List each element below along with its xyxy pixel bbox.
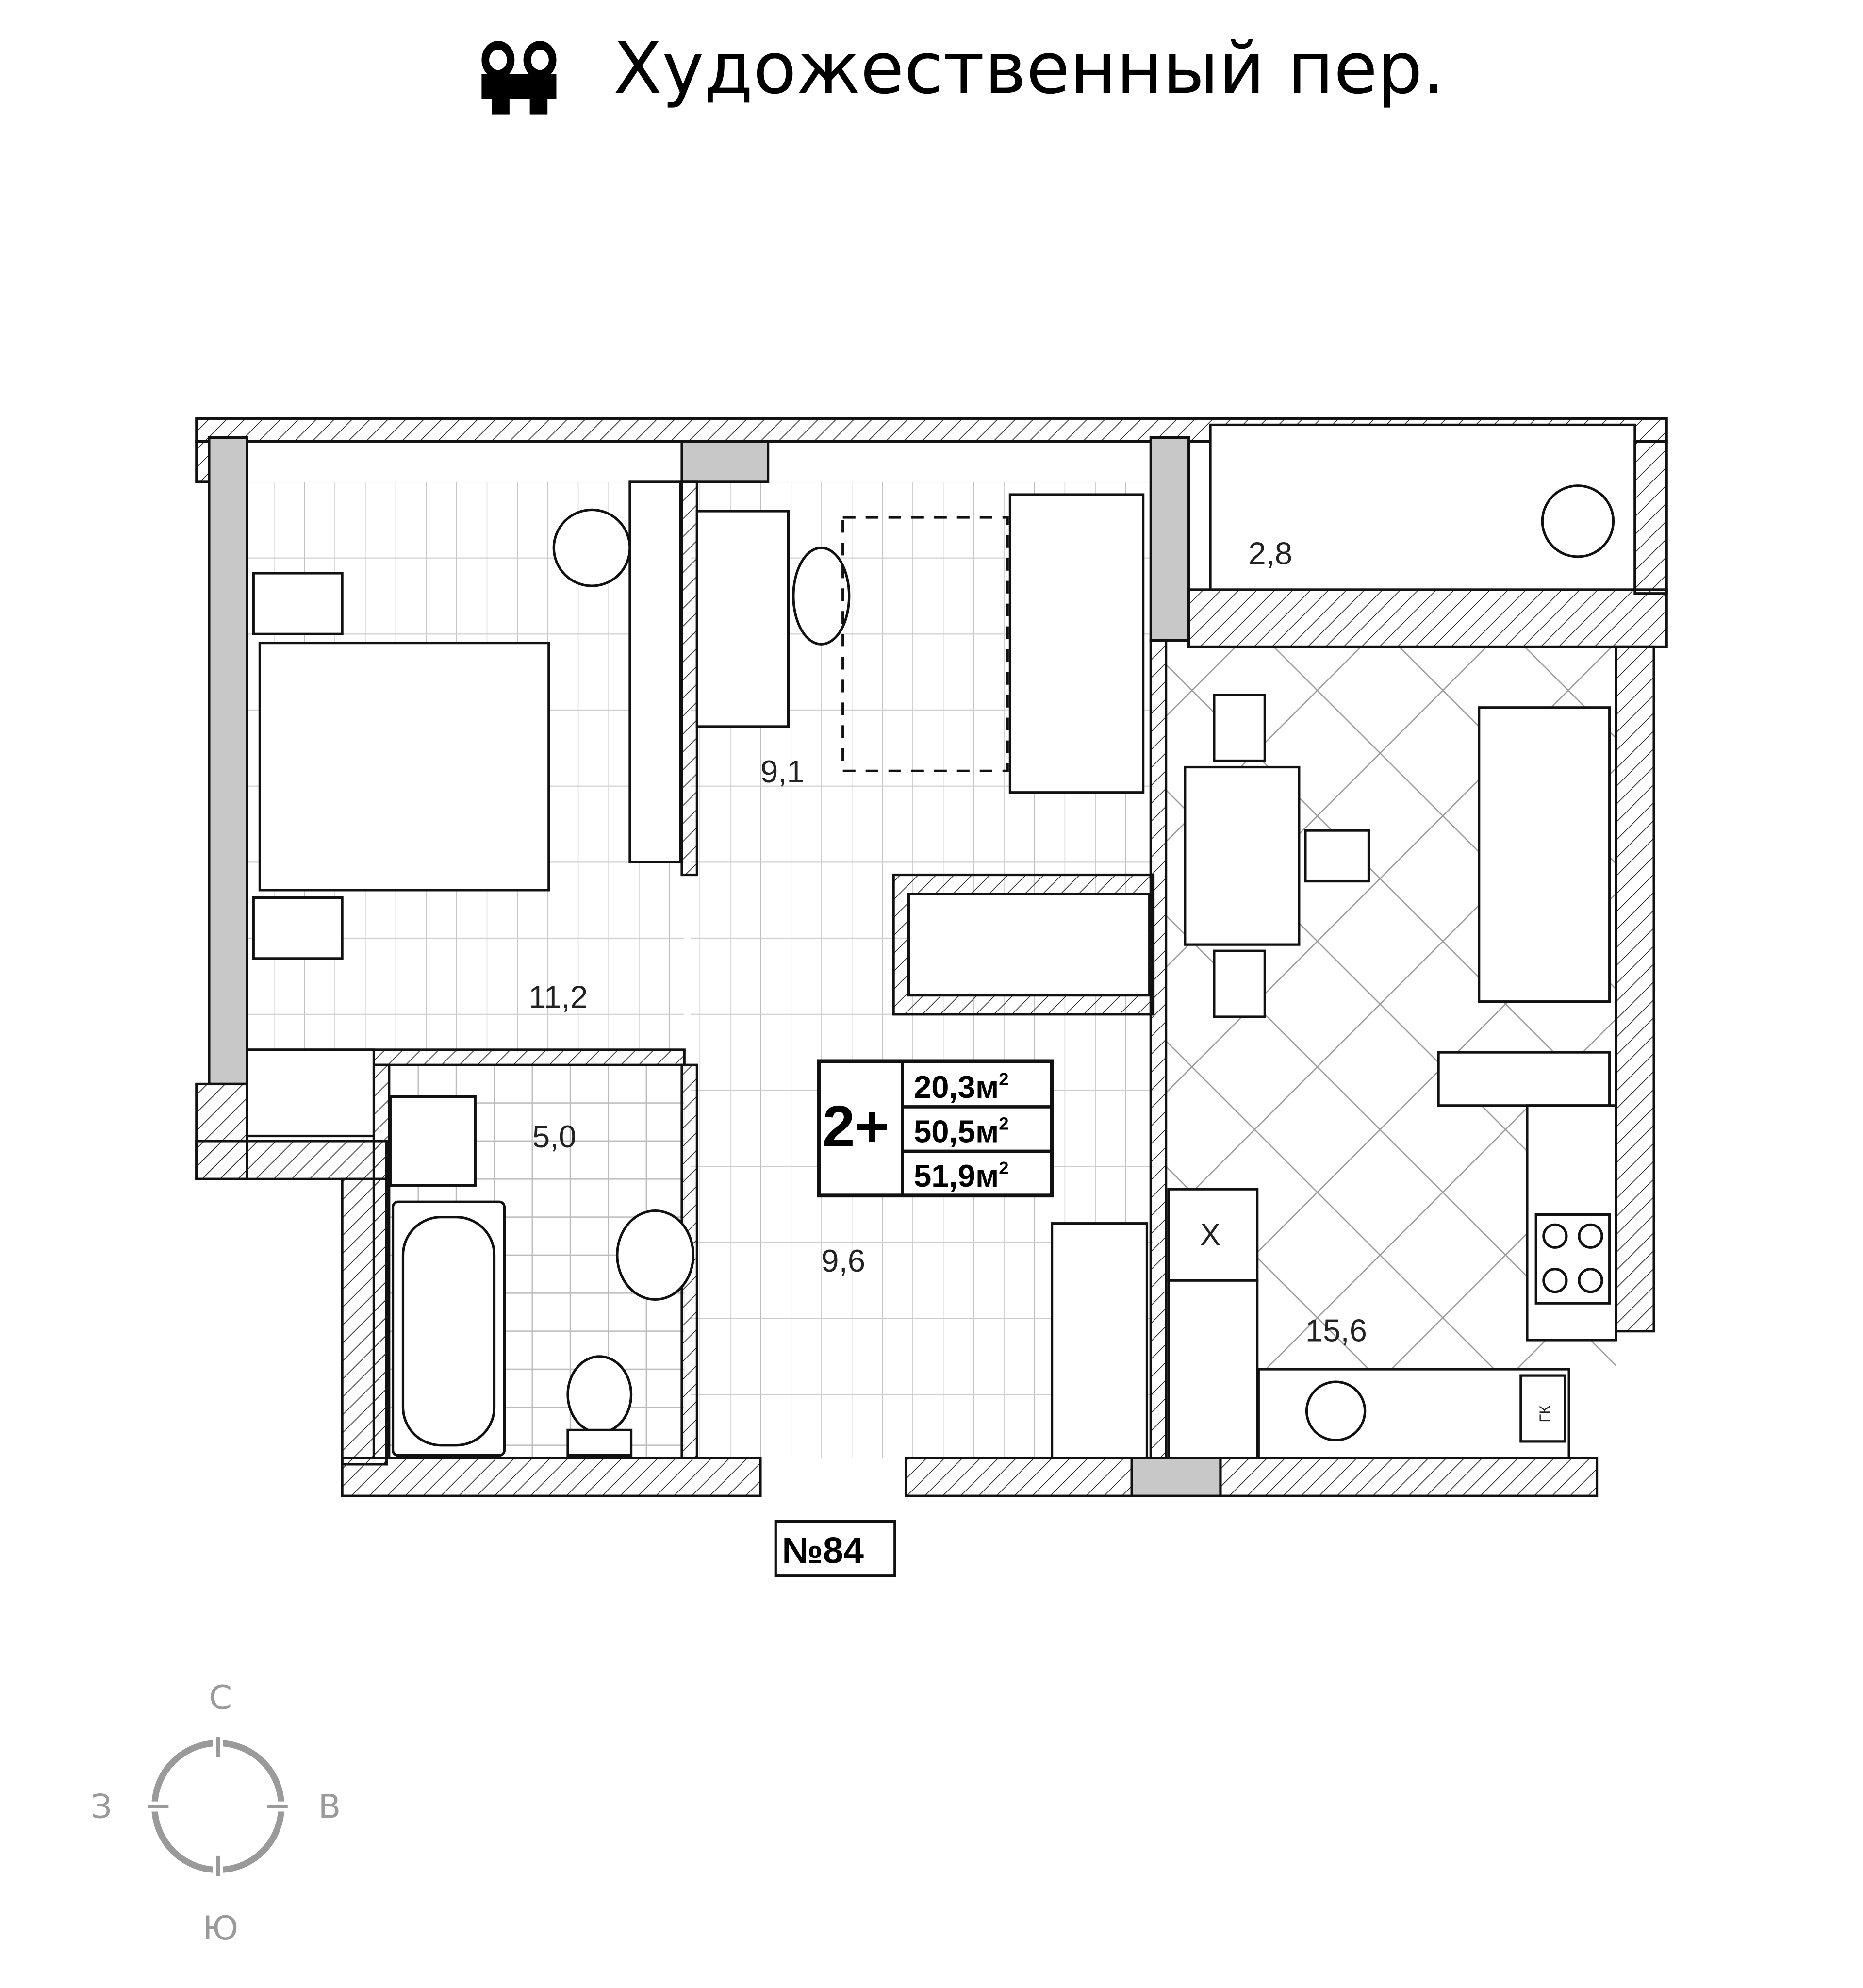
room-labels: 11,2 9,1 2,8 15,6 9,6 5,0 X ГК [528,536,1553,1423]
sofa [1008,493,1145,794]
total-area: 50,5м2 [914,1113,1009,1149]
sofa [1478,706,1611,1003]
dining-table [1184,765,1301,946]
room-area-hall: 9,6 [821,1243,865,1278]
header: Художественный пер. [481,27,1445,115]
room-area-room2: 9,1 [760,754,805,789]
compass-ring-icon [151,1740,285,1873]
nightstand [252,896,344,960]
living-area: 20,3м2 [914,1069,1009,1105]
room-area-balcony: 2,8 [1248,536,1292,571]
chair [552,508,631,587]
room-area-bathroom: 5,0 [532,1119,577,1154]
walls [195,417,1668,1497]
toilet [566,1355,633,1434]
room-area-bedroom: 11,2 [528,979,588,1015]
washing-machine [389,1095,477,1187]
wardrobe [1050,1222,1149,1459]
compass-west: З [91,1788,112,1826]
total-area-with-balcony: 51,9м2 [914,1158,1009,1193]
gas-boiler-label: ГК [1536,1405,1553,1423]
stove-mark: X [1200,1218,1220,1252]
nightstand [252,572,344,635]
room-area-kitchen: 15,6 [1305,1313,1367,1348]
sink [1305,1380,1367,1441]
binoculars-icon [481,41,557,115]
page-title: Художественный пер. [613,27,1445,110]
compass: С З В Ю [91,1679,341,1948]
apartment-number-tag: №84 [774,1520,896,1577]
compass-north: С [209,1679,232,1717]
rooms-count: 2+ [823,1093,889,1159]
bed [258,641,550,892]
apartment-number: №84 [782,1530,864,1572]
compass-south: Ю [203,1909,238,1948]
desk [695,510,790,728]
area-summary: 2+ 20,3м2 50,5м2 51,9м2 [817,1059,1054,1198]
compass-east: В [318,1788,341,1826]
washbasin [616,1209,695,1301]
furniture [252,484,1617,1459]
